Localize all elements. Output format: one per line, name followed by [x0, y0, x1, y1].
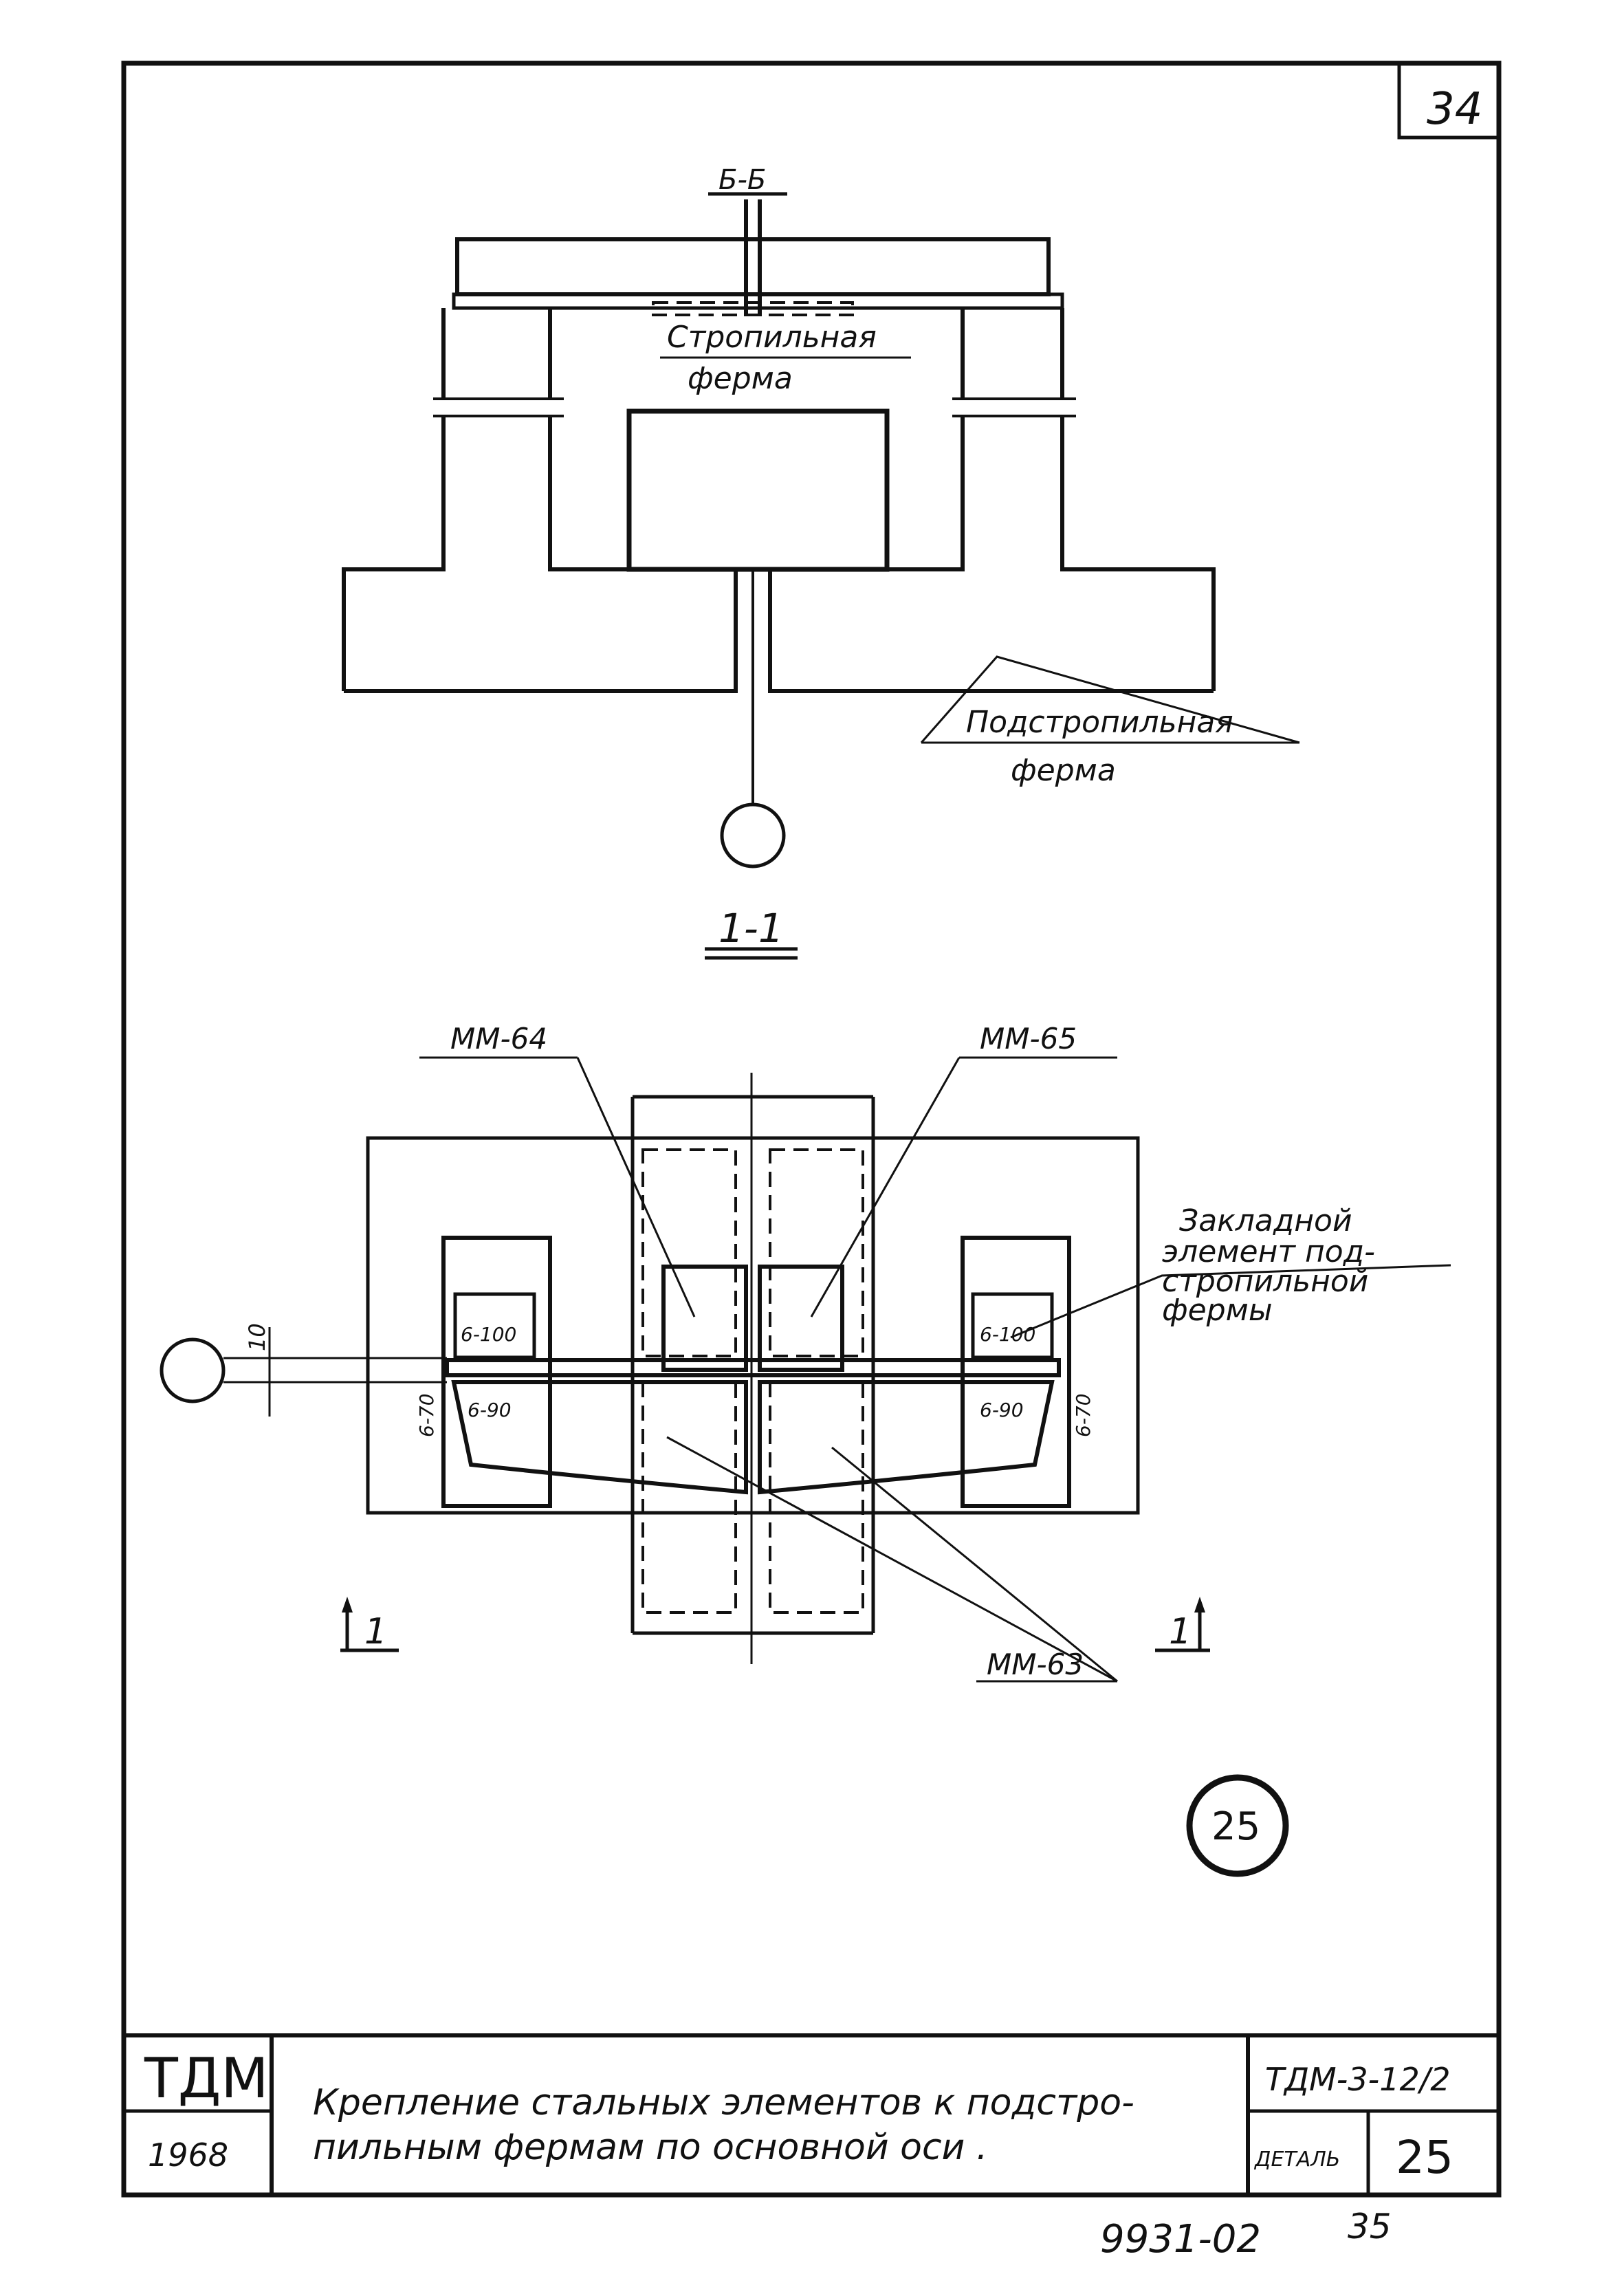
detail-circle-number: 25	[1211, 1804, 1260, 1849]
embedded-element-left	[441, 1236, 552, 1508]
rafter-truss-section	[626, 408, 890, 572]
detail-number-circle	[1186, 1774, 1289, 1877]
section-mark-right: 1	[1169, 1611, 1192, 1652]
label-mm64: ММ-64	[450, 1022, 547, 1056]
embedded-label-2: элемент под-	[1162, 1234, 1375, 1269]
label-rafter-truss-2: ферма	[688, 361, 793, 396]
weld-left-side: 6-70	[415, 1393, 438, 1437]
plate-mm65	[758, 1265, 844, 1372]
title-block	[124, 2033, 1499, 2195]
label-mm63: ММ-63	[987, 1648, 1084, 1681]
weld-left-top: 6-100	[461, 1323, 516, 1346]
weld-left-bottom: 6-90	[468, 1399, 512, 1421]
detail-number: 25	[1396, 2131, 1453, 2184]
embedded-label-4: фермы	[1162, 1293, 1273, 1328]
plate-mm64	[661, 1265, 748, 1372]
label-sub-truss-1: Подстропильная	[966, 705, 1233, 740]
section-view	[342, 192, 1300, 960]
section-mark-left: 1	[364, 1611, 387, 1652]
year: 1968	[148, 2136, 228, 2174]
plan-axis-marker-circle	[160, 1337, 226, 1403]
title-line-2: пильным фермам по основной оси .	[313, 2127, 987, 2168]
embedded-label-1: Закладной	[1179, 1203, 1352, 1238]
roof-plate	[455, 237, 1051, 296]
detail-label: ДЕТАЛЬ	[1253, 2147, 1340, 2172]
label-mm65: ММ-65	[980, 1022, 1077, 1056]
plan-view	[160, 1056, 1451, 1683]
section-title: 1-1	[718, 905, 784, 952]
weld-right-top: 6-100	[980, 1323, 1035, 1346]
dim-10: 10	[244, 1323, 270, 1351]
page-number: 34	[1427, 84, 1482, 135]
next-page-number: 35	[1348, 2207, 1392, 2246]
sub-truss-plan-outline	[366, 1136, 1140, 1515]
label-sub-truss-2: ферма	[1011, 753, 1116, 788]
embedded-label-3: стропильной	[1162, 1264, 1368, 1299]
weld-right-bottom: 6-90	[980, 1399, 1024, 1421]
doc-code: ТДМ-3-12/2	[1265, 2061, 1451, 2098]
org-mark: ТДМ	[144, 2046, 268, 2110]
sheet-frame	[121, 61, 1502, 2198]
archive-number: 9931-02	[1100, 2217, 1261, 2262]
section-cut-label: Б-Б	[718, 164, 766, 196]
embedded-element-right	[961, 1236, 1071, 1508]
steel-beam	[445, 1358, 1061, 1377]
axis-marker-circle	[720, 802, 786, 868]
label-rafter-truss-1: Стропильная	[667, 320, 877, 355]
title-line-1: Крепление стальных элементов к подстро-	[313, 2082, 1134, 2123]
weld-right-side: 6-70	[1072, 1393, 1095, 1437]
